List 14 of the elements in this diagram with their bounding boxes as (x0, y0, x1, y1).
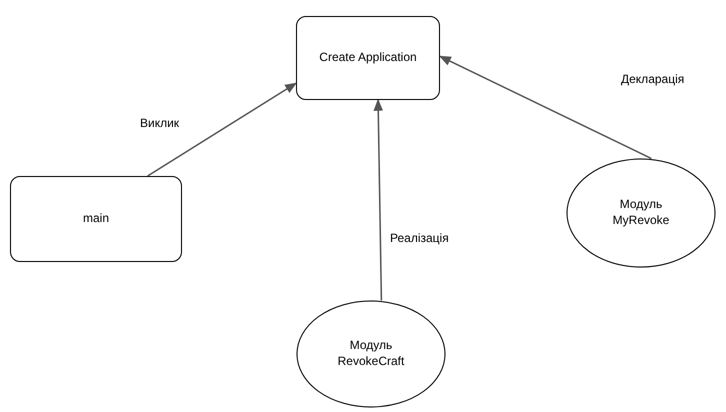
node-label: Create Application (319, 50, 417, 66)
node-label: Модуль RevokeCraft (336, 338, 406, 370)
arrow (438, 56, 652, 160)
edge-label: Виклик (138, 116, 182, 130)
module-ellipse (566, 158, 716, 268)
arrow (373, 98, 384, 301)
arrow (147, 82, 298, 177)
process-box (296, 16, 440, 100)
edge-label: Декларація (619, 72, 686, 86)
edge-label: Реалізація (388, 231, 451, 245)
node-label: main (82, 211, 109, 227)
node-label: Модуль MyRevoke (612, 197, 670, 229)
module-ellipse (296, 300, 446, 408)
process-box (10, 176, 182, 262)
